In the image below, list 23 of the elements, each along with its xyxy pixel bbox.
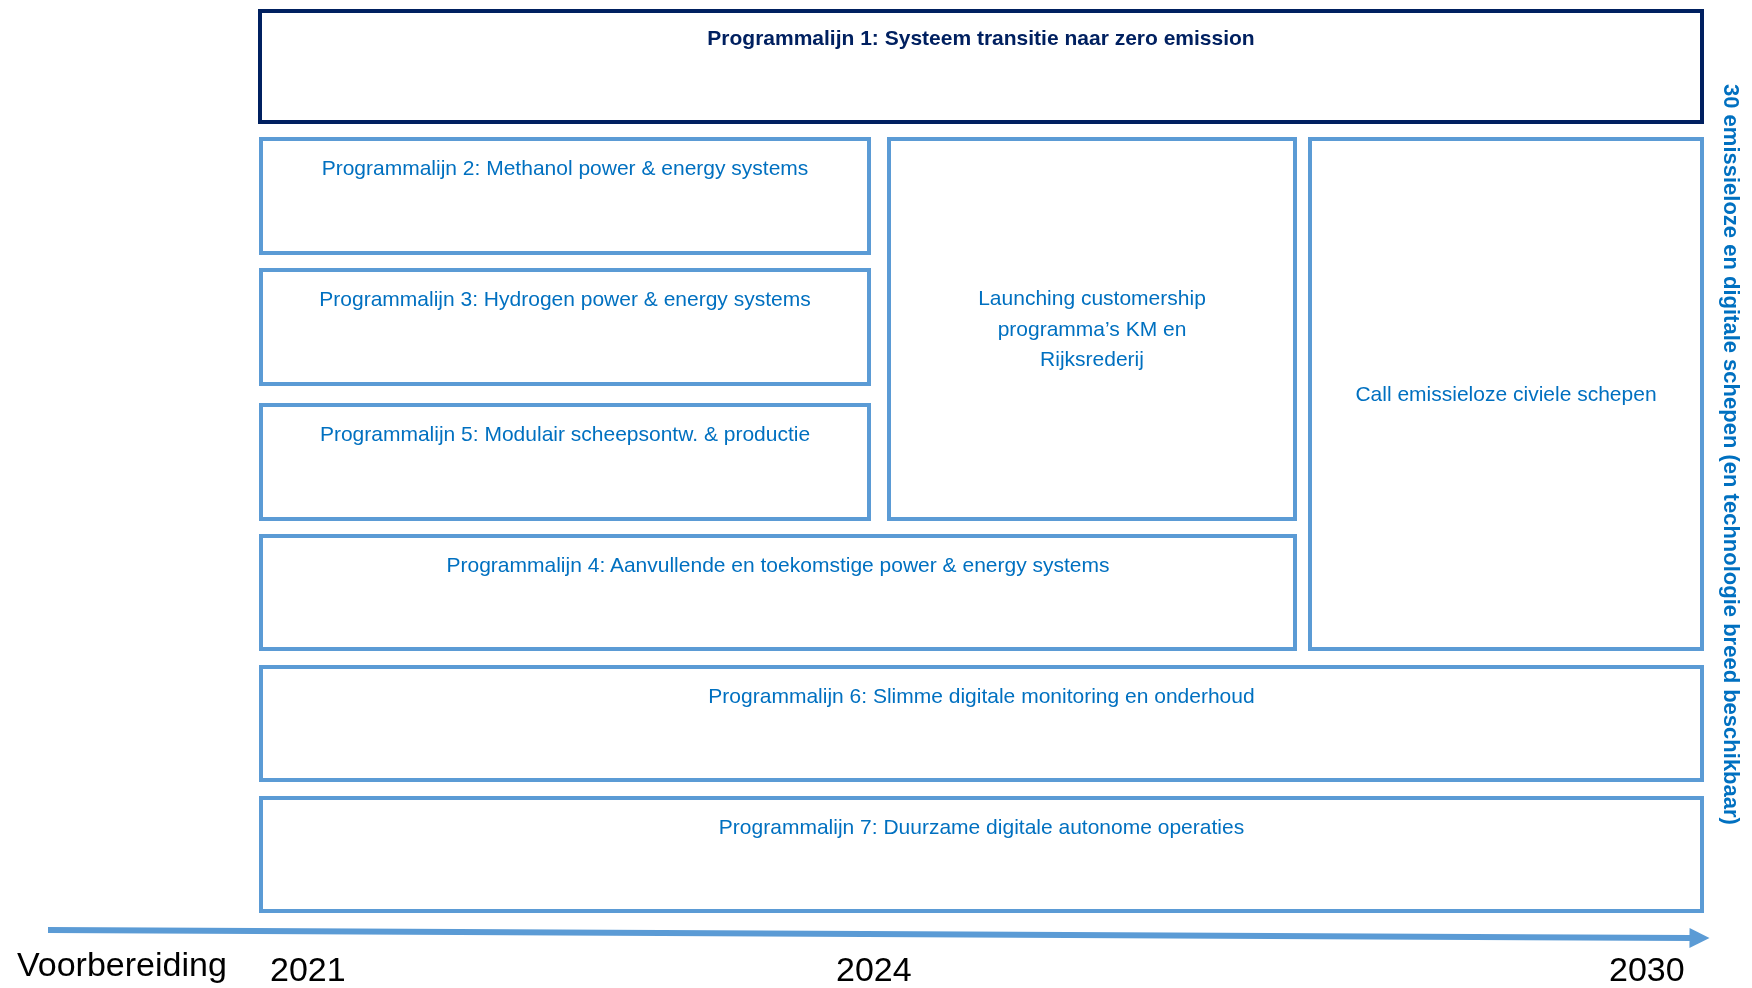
program-box [1308,137,1704,651]
program-box [259,137,871,255]
program-box [259,796,1704,913]
program-box [259,534,1297,651]
box-title: Programmalijn 7: Duurzame digitale autonome operaties [718,814,1245,840]
side-note: 30 emissieloze en digitale schepen (en technologie breed beschikbaar) [1718,84,1744,827]
program-box [259,268,871,386]
box-title: Programmalijn 5: Modulair scheepsontw. & productie [319,421,811,447]
year-label: 2024 [836,950,912,988]
year-label: 2030 [1609,950,1685,988]
year-label: 2021 [270,950,346,988]
program-box [887,137,1297,521]
box-title: Programmalijn 3: Hydrogen power & energy systems [319,286,811,312]
program-box [259,665,1704,782]
box-title: Programmalijn 4: Aanvullende en toekomstige power & energy systems [446,552,1110,578]
box-title: Programmalijn 2: Methanol power & energy systems [321,155,809,181]
box-title: Programmalijn 6: Slimme digitale monitoring en onderhoud [708,683,1255,709]
phase-label: Voorbereiding [17,945,227,984]
program-box [258,9,1704,124]
box-title: Programmalijn 1: Systeem transitie naar zero emission [707,25,1255,51]
box-title: Call emissieloze civiele schepen [1355,380,1657,407]
box-title: Launching customership programma’s KM en Rijksrederij [977,285,1207,373]
program-box [259,403,871,521]
